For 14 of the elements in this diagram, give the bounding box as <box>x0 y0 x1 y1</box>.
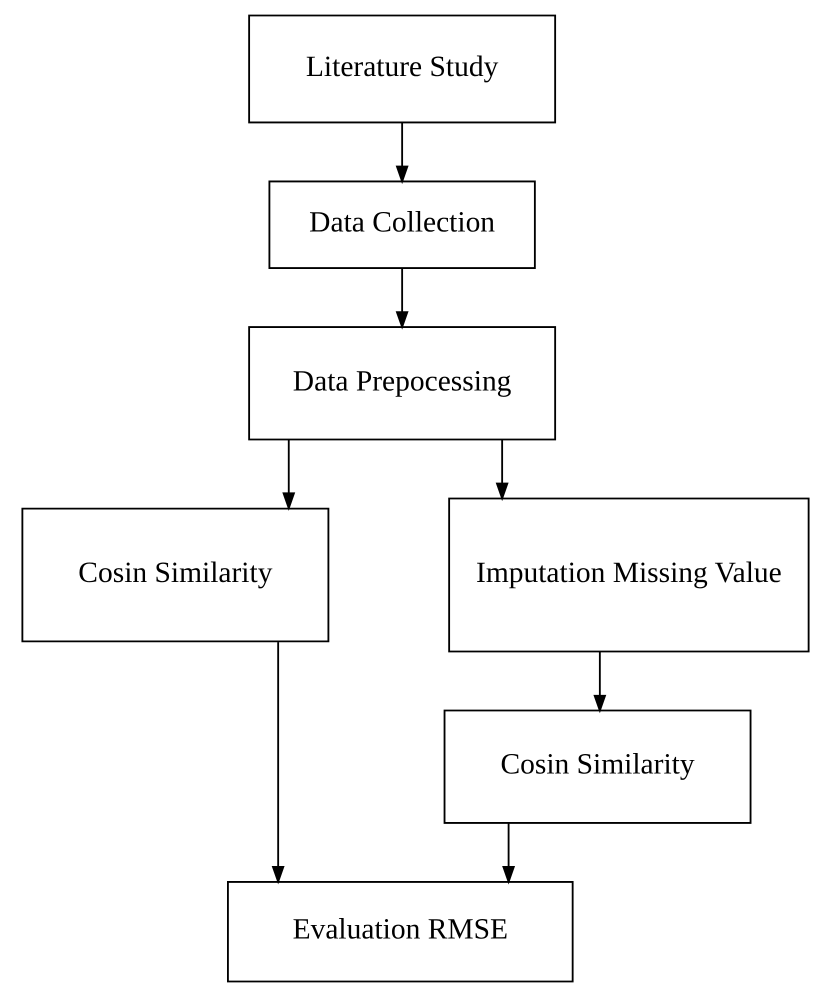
node-box: Cosin Similarity <box>444 710 752 824</box>
node-box: Evaluation RMSE <box>227 881 574 982</box>
node-box: Literature Study <box>248 14 556 124</box>
arrow <box>496 440 509 502</box>
node-box: Imputation Missing Value <box>448 498 810 652</box>
arrow <box>272 642 285 884</box>
node-box: Data Prepocessing <box>248 326 556 440</box>
arrow <box>396 122 409 184</box>
arrow <box>396 268 409 330</box>
arrow <box>502 823 516 885</box>
node-box: Data Collection <box>268 180 536 269</box>
arrow <box>593 652 606 714</box>
arrow <box>282 440 296 511</box>
node-box: Cosin Similarity <box>21 508 330 642</box>
